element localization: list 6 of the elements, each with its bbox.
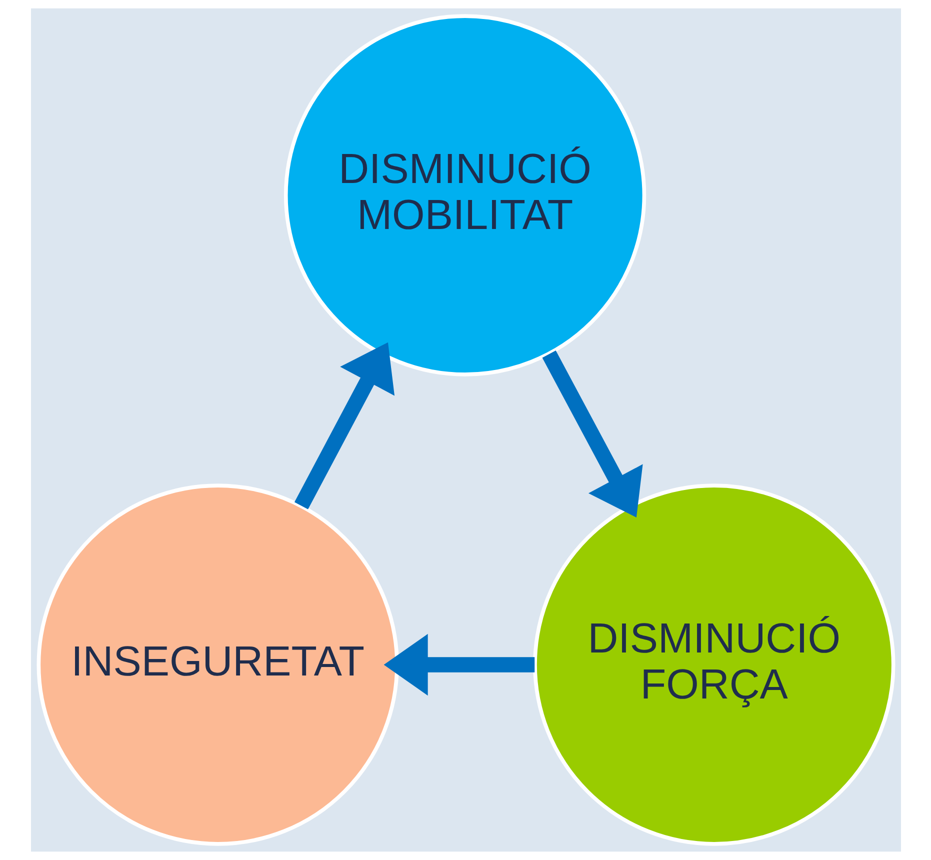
arrow (294, 342, 394, 510)
arrow (542, 350, 642, 518)
node-circle: DISMINUCIÓ FORÇA (532, 484, 895, 846)
node-circle: INSEGURETAT (36, 484, 398, 846)
node-circle: DISMINUCIÓ MOBILITAT (283, 14, 646, 376)
arrow (383, 634, 534, 696)
